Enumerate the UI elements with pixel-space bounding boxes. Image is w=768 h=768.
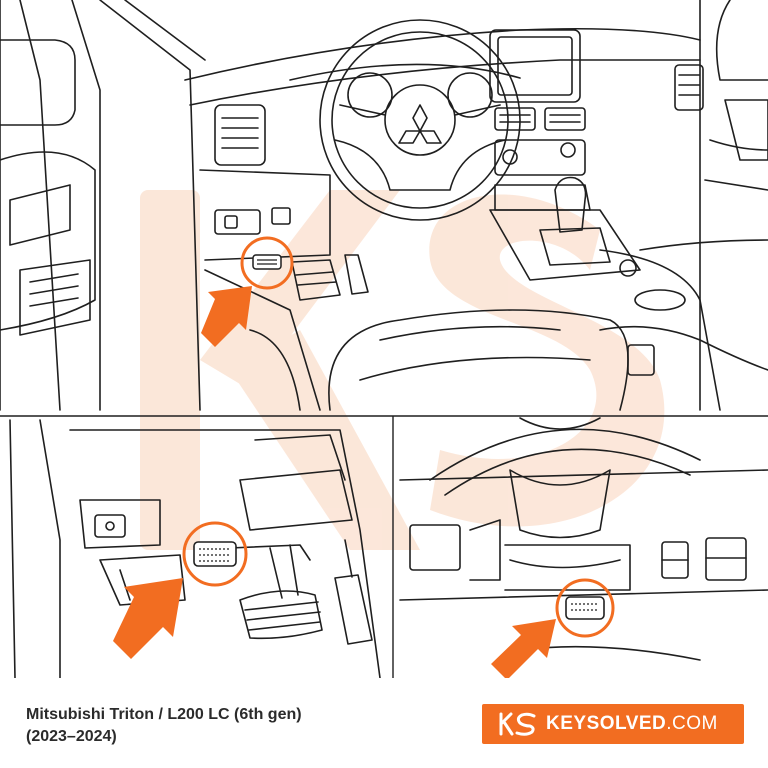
- brand-name-bold: KEYSOLVED: [546, 713, 667, 734]
- ks-watermark: [140, 190, 665, 550]
- brand-name-suffix: .COM: [666, 713, 718, 734]
- brand-badge: KEYSOLVED.COM: [482, 704, 744, 744]
- ks-monogram-icon: [499, 712, 536, 736]
- pointer-arrow-left: [113, 578, 183, 659]
- obd-port-top: [240, 236, 294, 290]
- vehicle-model: Mitsubishi Triton / L200 LC (6th gen): [26, 706, 302, 723]
- obd-port-left: [182, 521, 248, 587]
- detail-view-right: [399, 417, 768, 661]
- vehicle-caption: Mitsubishi Triton / L200 LC (6th gen) (2…: [26, 704, 426, 748]
- pointer-arrow-right: [491, 619, 556, 678]
- pointer-arrow-top: [201, 286, 252, 347]
- footer: Mitsubishi Triton / L200 LC (6th gen) (2…: [0, 678, 768, 768]
- obd-port-right: [555, 578, 615, 638]
- main-cabin-view: [0, 0, 768, 411]
- brand-name: KEYSOLVED.COM: [546, 713, 718, 735]
- detail-view-left: [9, 419, 381, 678]
- obd-location-illustration: [0, 0, 768, 678]
- vehicle-years: (2023–2024): [26, 728, 117, 745]
